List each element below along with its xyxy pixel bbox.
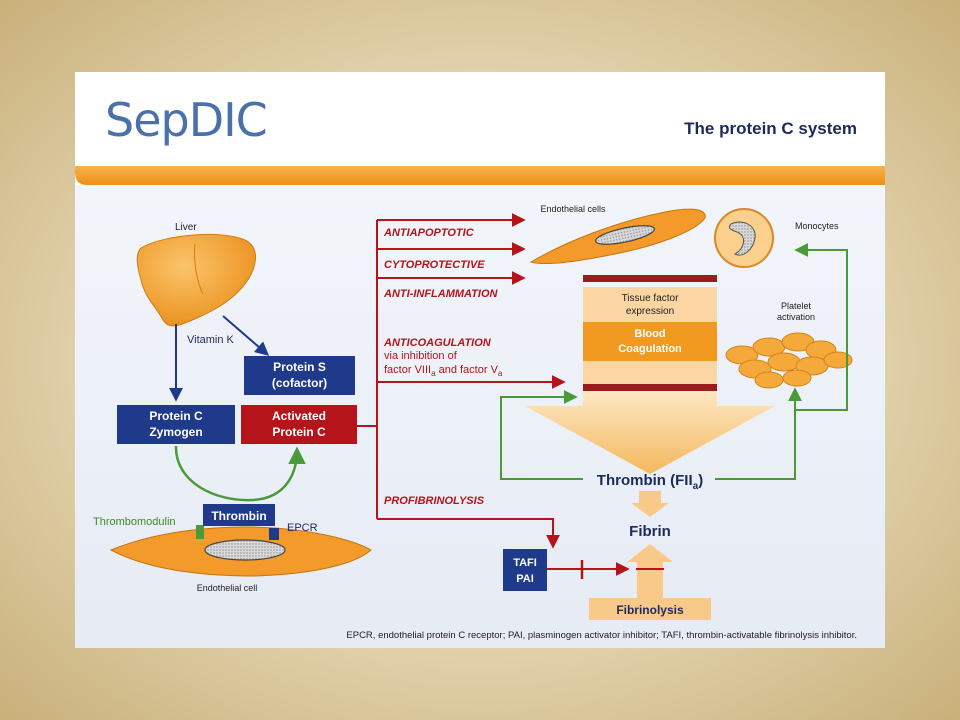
anticoagulation-label: ANTICOAGULATION [383, 337, 492, 349]
monocytes-label: Monocytes [795, 221, 839, 231]
activated-line1: Activated [272, 409, 326, 423]
thrombin-to-fibrin-arrow [639, 491, 661, 505]
endothelial-cell-label: Endothelial cell [197, 583, 258, 593]
tissue-factor-box [583, 287, 717, 322]
tafi-label: TAFI [513, 557, 537, 569]
fibrinolysis-box [589, 598, 711, 620]
arrow-profibrinolysis [377, 518, 560, 549]
protein-s-line1: Protein S [273, 360, 326, 374]
monocyte-icon [714, 208, 774, 268]
protein-c-zymogen-box [117, 405, 235, 444]
antiapoptotic-label: ANTIAPOPTOTIC [383, 227, 475, 239]
protein-s-line2: (cofactor) [272, 376, 327, 390]
profibrinolysis-label: PROFIBRINOLYSIS [384, 495, 485, 507]
anticoagulation-sub1: via inhibition of [384, 350, 458, 362]
cytoprotective-label: CYTOPROTECTIVE [384, 259, 485, 271]
stack-bottom-bar [583, 384, 717, 391]
stack-top-bar [583, 275, 717, 282]
activation-arrow [174, 445, 306, 502]
arrow-liver-to-protein-s [222, 315, 270, 356]
thrombin-fiia-label: Thrombin (FIIa) [597, 472, 703, 492]
green-loop-right [715, 387, 802, 480]
green-loop-left [500, 390, 583, 480]
blood-line1: Blood [634, 328, 665, 340]
epcr-label: EPCR [287, 522, 318, 534]
protein-c-line2: Zymogen [149, 425, 202, 439]
endothelial-cells-label: Endothelial cells [540, 204, 606, 214]
thrombomodulin-receptor [196, 525, 204, 539]
slide: SepDIC The protein C system Liver Vitami… [75, 72, 885, 648]
blood-line2: Coagulation [618, 343, 682, 355]
protein-c-diagram: SepDIC The protein C system Liver Vitami… [75, 93, 885, 648]
factor-v-text: and factor V [436, 364, 499, 376]
endothelial-cells-icon [529, 208, 706, 265]
thrombin-box-label: Thrombin [211, 509, 266, 523]
thrombomodulin-label: Thrombomodulin [93, 516, 176, 528]
liver-icon [136, 233, 256, 327]
anti-inflammation-label: ANTI-INFLAMMATION [383, 288, 498, 300]
liver-label: Liver [175, 222, 197, 233]
fibrinolysis-up-arrow [627, 544, 673, 598]
factor-v-subscript: a [498, 369, 503, 378]
big-down-arrow [525, 391, 775, 474]
activated-line2: Protein C [272, 425, 326, 439]
epcr-receptor [269, 528, 279, 540]
pai-label: PAI [516, 573, 534, 585]
header-band [75, 166, 885, 185]
thrombin-fiia-close: ) [698, 472, 703, 489]
factor-viii-text: factor VIII [384, 364, 431, 376]
thrombin-fiia-text: Thrombin (FII [597, 472, 693, 489]
platelet-cluster-icon [725, 332, 853, 389]
platelet-line2: activation [777, 312, 815, 322]
fibrin-label: Fibrin [629, 523, 671, 540]
page-title: The protein C system [684, 119, 857, 138]
thrombin-box [203, 504, 275, 526]
tissue-factor-line2: expression [626, 306, 674, 317]
logo: SepDIC [105, 93, 267, 147]
protein-s-box [244, 356, 355, 395]
activated-protein-c-box [241, 405, 357, 444]
protein-c-line1: Protein C [149, 409, 203, 423]
blood-coagulation-box [583, 322, 717, 361]
thrombin-fiia-subscript: a [693, 481, 699, 492]
platelet-line1: Platelet [781, 301, 812, 311]
footnote: EPCR, endothelial protein C receptor; PA… [346, 630, 857, 641]
thrombin-to-fibrin-arrowhead [631, 503, 669, 517]
vitamin-k-label: Vitamin K [187, 334, 235, 346]
factor-viii-subscript: a [431, 369, 436, 378]
stack-lower-band [583, 361, 717, 384]
fibrinolysis-label: Fibrinolysis [616, 603, 684, 617]
green-loop-top [794, 243, 848, 411]
tissue-factor-line1: Tissue factor [622, 293, 680, 304]
tafi-pai-box [503, 549, 547, 591]
endothelial-cell-icon [109, 526, 372, 577]
anticoagulation-sub2: factor VIIIa and factor Va [384, 364, 503, 378]
